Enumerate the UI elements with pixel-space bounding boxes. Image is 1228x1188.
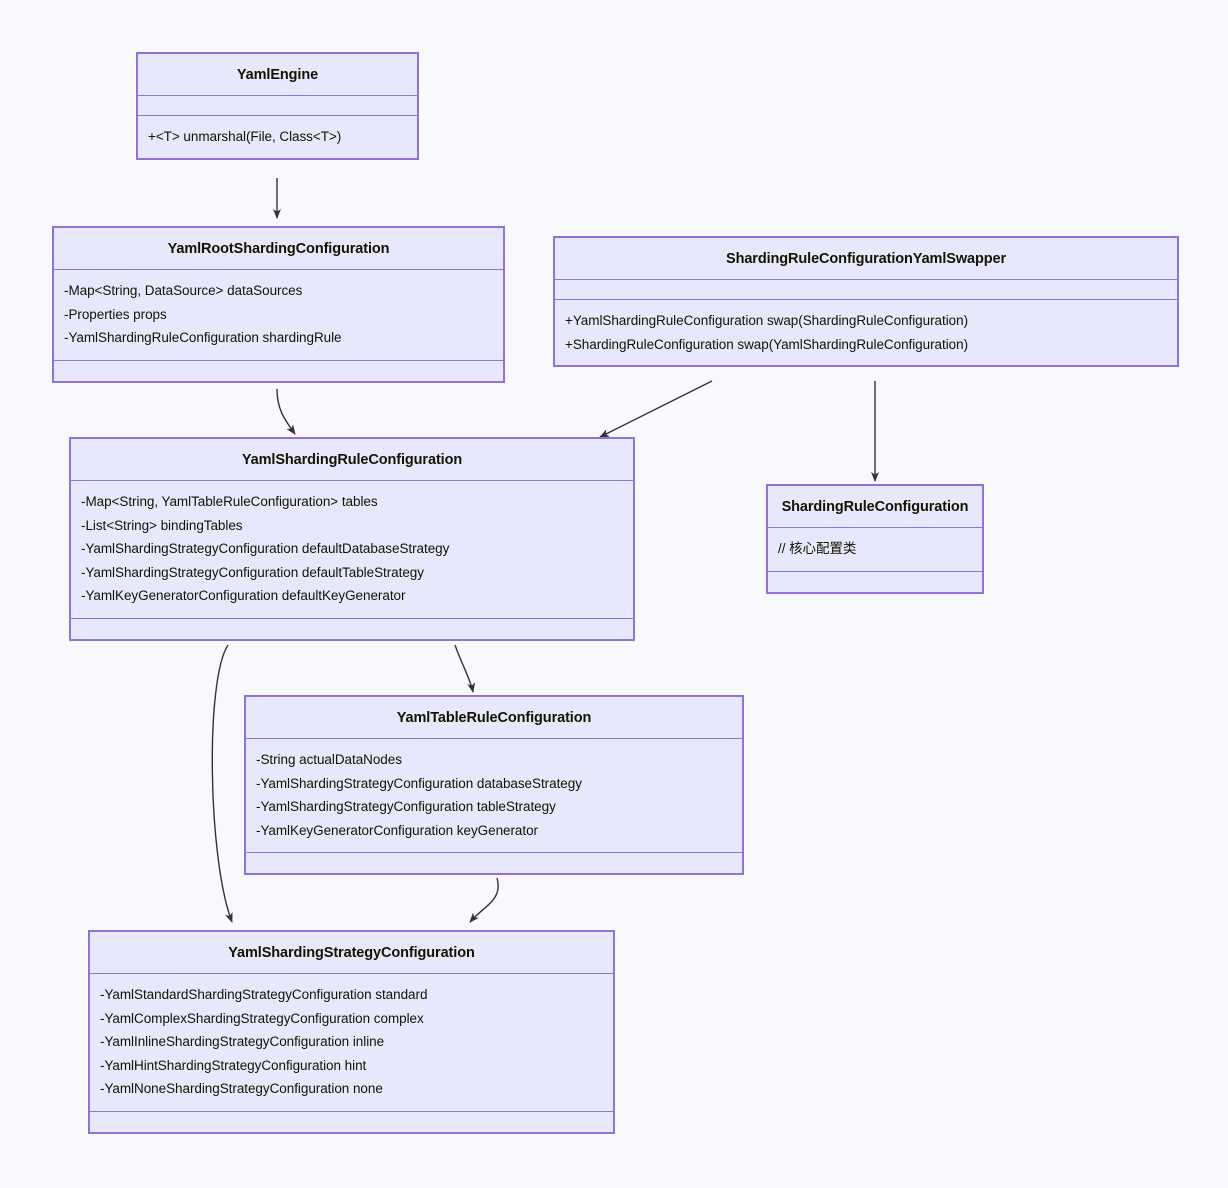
class-member: -YamlShardingStrategyConfiguration table…: [256, 799, 556, 814]
class-member: -YamlStandardShardingStrategyConfigurati…: [100, 987, 428, 1002]
class-member: -YamlNoneShardingStrategyConfiguration n…: [100, 1081, 383, 1096]
class-attributes-yaml-sharding-rule-configuration: -Map<String, YamlTableRuleConfiguration>…: [71, 481, 633, 619]
edge-yamltablerule-to-yamlshardingstrategy: [469, 877, 499, 923]
class-methods-sharding-rule-configuration-yaml-swapper: +YamlShardingRuleConfiguration swap(Shar…: [555, 300, 1177, 365]
class-methods-yaml-sharding-rule-configuration: [71, 619, 633, 639]
class-member: -List<String> bindingTables: [81, 517, 243, 533]
class-member: +YamlShardingRuleConfiguration swap(Shar…: [565, 313, 969, 328]
class-attributes-yaml-table-rule-configuration: -String actualDataNodes -YamlShardingStr…: [246, 739, 742, 853]
class-box-yaml-root-sharding-configuration[interactable]: YamlRootShardingConfiguration -Map<Strin…: [52, 226, 505, 383]
edge-yamlroot-to-yamlshardingrule: [276, 388, 296, 435]
class-methods-sharding-rule-configuration: [768, 572, 982, 592]
class-title-yaml-table-rule-configuration: YamlTableRuleConfiguration: [246, 697, 742, 739]
class-box-sharding-rule-configuration-yaml-swapper[interactable]: ShardingRuleConfigurationYamlSwapper +Ya…: [553, 236, 1179, 367]
class-box-yaml-engine[interactable]: YamlEngine +<T> unmarshal(File, Class<T>…: [136, 52, 419, 160]
class-methods-yaml-root-sharding-configuration: [54, 361, 503, 381]
class-attributes-sharding-rule-configuration: // 核心配置类: [768, 528, 982, 572]
class-member: +<T> unmarshal(File, Class<T>): [148, 129, 342, 144]
class-title-yaml-engine: YamlEngine: [138, 54, 417, 96]
class-member: -YamlShardingStrategyConfiguration defau…: [81, 564, 424, 580]
class-member: -Map<String, DataSource> dataSources: [64, 283, 303, 298]
class-title-sharding-rule-configuration: ShardingRuleConfiguration: [768, 486, 982, 528]
class-member: -String actualDataNodes: [256, 752, 402, 767]
class-title-yaml-sharding-strategy-configuration: YamlShardingStrategyConfiguration: [90, 932, 613, 974]
class-methods-yaml-sharding-strategy-configuration: [90, 1112, 613, 1132]
class-box-yaml-table-rule-configuration[interactable]: YamlTableRuleConfiguration -String actua…: [244, 695, 744, 875]
class-box-sharding-rule-configuration[interactable]: ShardingRuleConfiguration // 核心配置类: [766, 484, 984, 594]
class-member: // 核心配置类: [778, 541, 857, 556]
class-member: -YamlInlineShardingStrategyConfiguration…: [100, 1034, 385, 1049]
class-member: -Map<String, YamlTableRuleConfiguration>…: [81, 494, 378, 509]
class-member: -YamlShardingStrategyConfiguration datab…: [256, 775, 582, 791]
class-member: -YamlHintShardingStrategyConfiguration h…: [100, 1057, 367, 1073]
class-member: -YamlComplexShardingStrategyConfiguratio…: [100, 1010, 424, 1026]
class-title-yaml-sharding-rule-configuration: YamlShardingRuleConfiguration: [71, 439, 633, 481]
class-member: -YamlKeyGeneratorConfiguration keyGenera…: [256, 822, 538, 838]
class-box-yaml-sharding-rule-configuration[interactable]: YamlShardingRuleConfiguration -Map<Strin…: [69, 437, 635, 641]
class-member: -YamlKeyGeneratorConfiguration defaultKe…: [81, 588, 406, 603]
class-title-yaml-root-sharding-configuration: YamlRootShardingConfiguration: [54, 228, 503, 270]
class-title-sharding-rule-configuration-yaml-swapper: ShardingRuleConfigurationYamlSwapper: [555, 238, 1177, 280]
edge-yamlshardingrule-to-yamltablerule: [454, 644, 476, 693]
class-methods-yaml-engine: +<T> unmarshal(File, Class<T>): [138, 116, 417, 158]
class-member: +ShardingRuleConfiguration swap(YamlShar…: [565, 336, 969, 352]
class-attributes-yaml-sharding-strategy-configuration: -YamlStandardShardingStrategyConfigurati…: [90, 974, 613, 1112]
edge-swapper-to-yamlshardingrule: [599, 380, 713, 438]
class-box-yaml-sharding-strategy-configuration[interactable]: YamlShardingStrategyConfiguration -YamlS…: [88, 930, 615, 1134]
class-member: -YamlShardingStrategyConfiguration defau…: [81, 541, 450, 556]
class-attributes-yaml-root-sharding-configuration: -Map<String, DataSource> dataSources -Pr…: [54, 270, 503, 361]
class-member: -YamlShardingRuleConfiguration shardingR…: [64, 330, 342, 345]
class-attributes-sharding-rule-configuration-yaml-swapper: [555, 280, 1177, 300]
class-member: -Properties props: [64, 306, 167, 322]
class-methods-yaml-table-rule-configuration: [246, 853, 742, 873]
class-attributes-yaml-engine: [138, 96, 417, 116]
edge-yamlshardingrule-to-yamlshardingstrategy: [211, 644, 233, 923]
